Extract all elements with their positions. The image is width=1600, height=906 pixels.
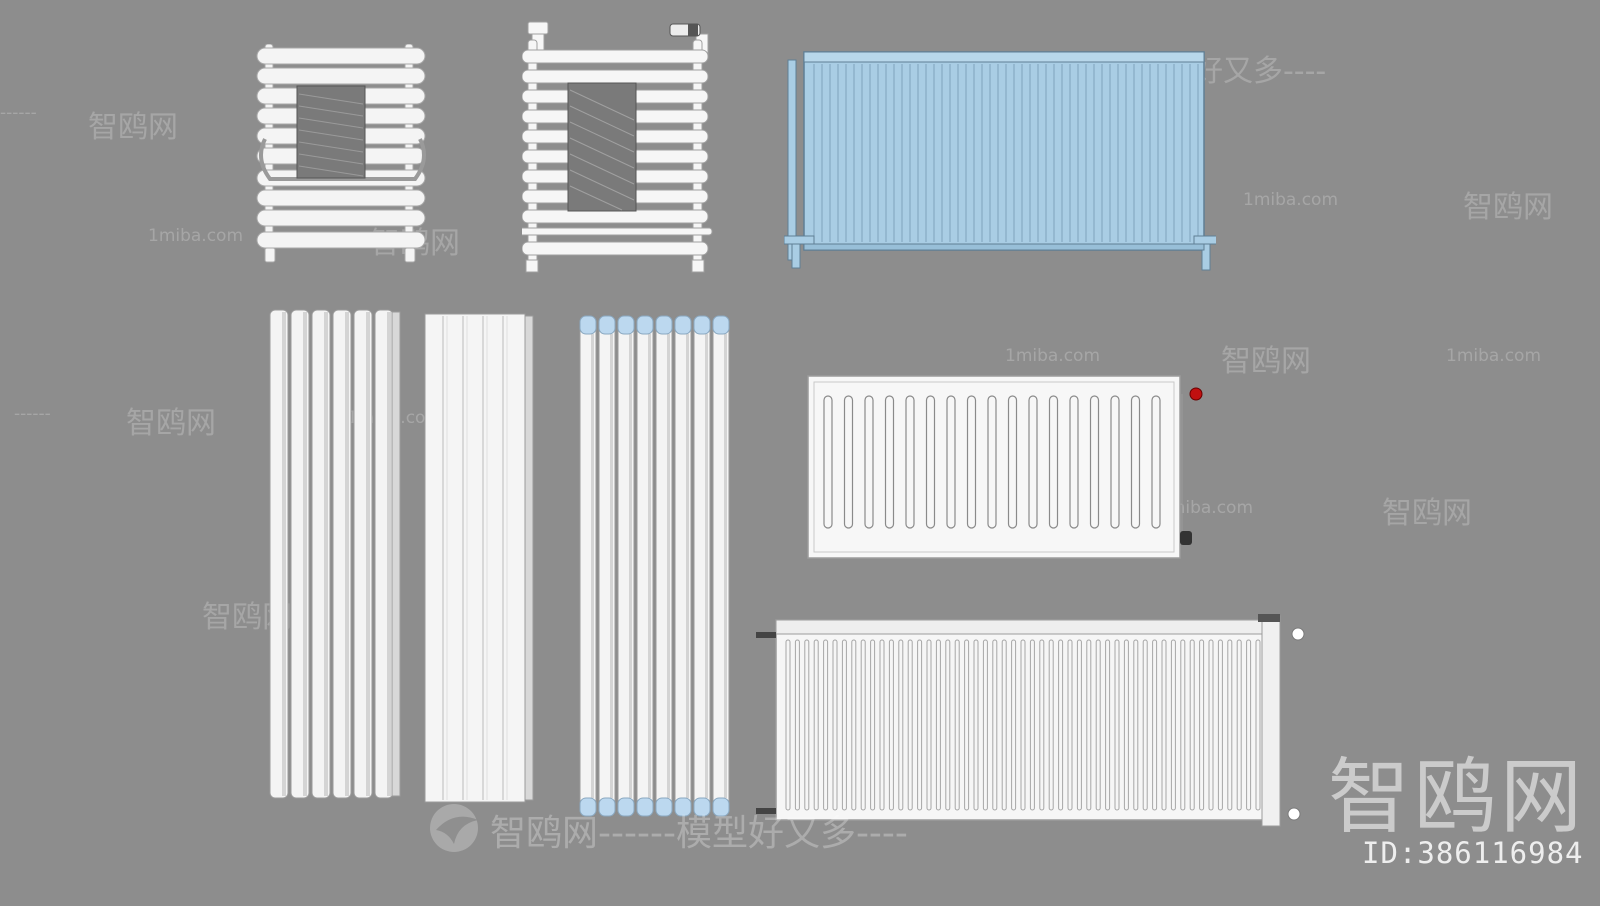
- towel-radiator-with-valves: [522, 21, 713, 273]
- watermark-site: 1miba.com: [1005, 346, 1101, 366]
- watermark-id-label: ID:386116984: [1362, 836, 1584, 870]
- watermark-brand: 智鸥网: [1382, 496, 1472, 531]
- blue-panel-radiator: [784, 51, 1216, 271]
- bird-logo-icon: [430, 804, 478, 852]
- vertical-column-radiator-6-tubes: [269, 309, 401, 799]
- watermark-brand: 智鸥网: [88, 110, 178, 145]
- vertical-tube-radiator-blue-caps: [579, 315, 730, 817]
- red-valve-icon: [1189, 387, 1203, 401]
- watermark-brand: 智鸥网: [126, 406, 216, 441]
- watermark-brand: 智鸥网: [1463, 190, 1553, 225]
- vertical-flat-panel-radiator: [424, 313, 534, 803]
- long-panel-radiator: [756, 614, 1305, 827]
- watermark-site: 1miba.com: [1243, 190, 1339, 210]
- watermark-corner-logo: 智鸥网: [1328, 750, 1587, 845]
- watermark-brand: 智鸥网: [1221, 344, 1311, 379]
- towel-radiator-round-bars: [256, 44, 426, 263]
- watermark-site: 1miba.com: [148, 226, 244, 246]
- watermark-dashes: ------: [0, 103, 37, 123]
- panel-radiator-red-valve: [807, 375, 1203, 559]
- watermark-site: 1miba.com: [1446, 346, 1542, 366]
- watermark-dashes: ------: [14, 404, 51, 424]
